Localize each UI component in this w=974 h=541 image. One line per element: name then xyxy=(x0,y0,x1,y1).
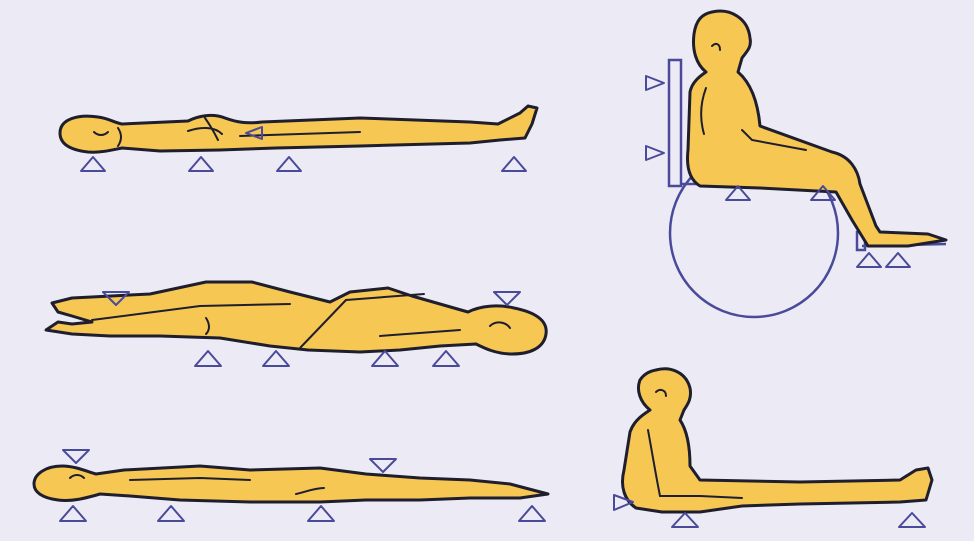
pressure-points-figure xyxy=(0,0,974,541)
figure-svg xyxy=(0,0,974,541)
